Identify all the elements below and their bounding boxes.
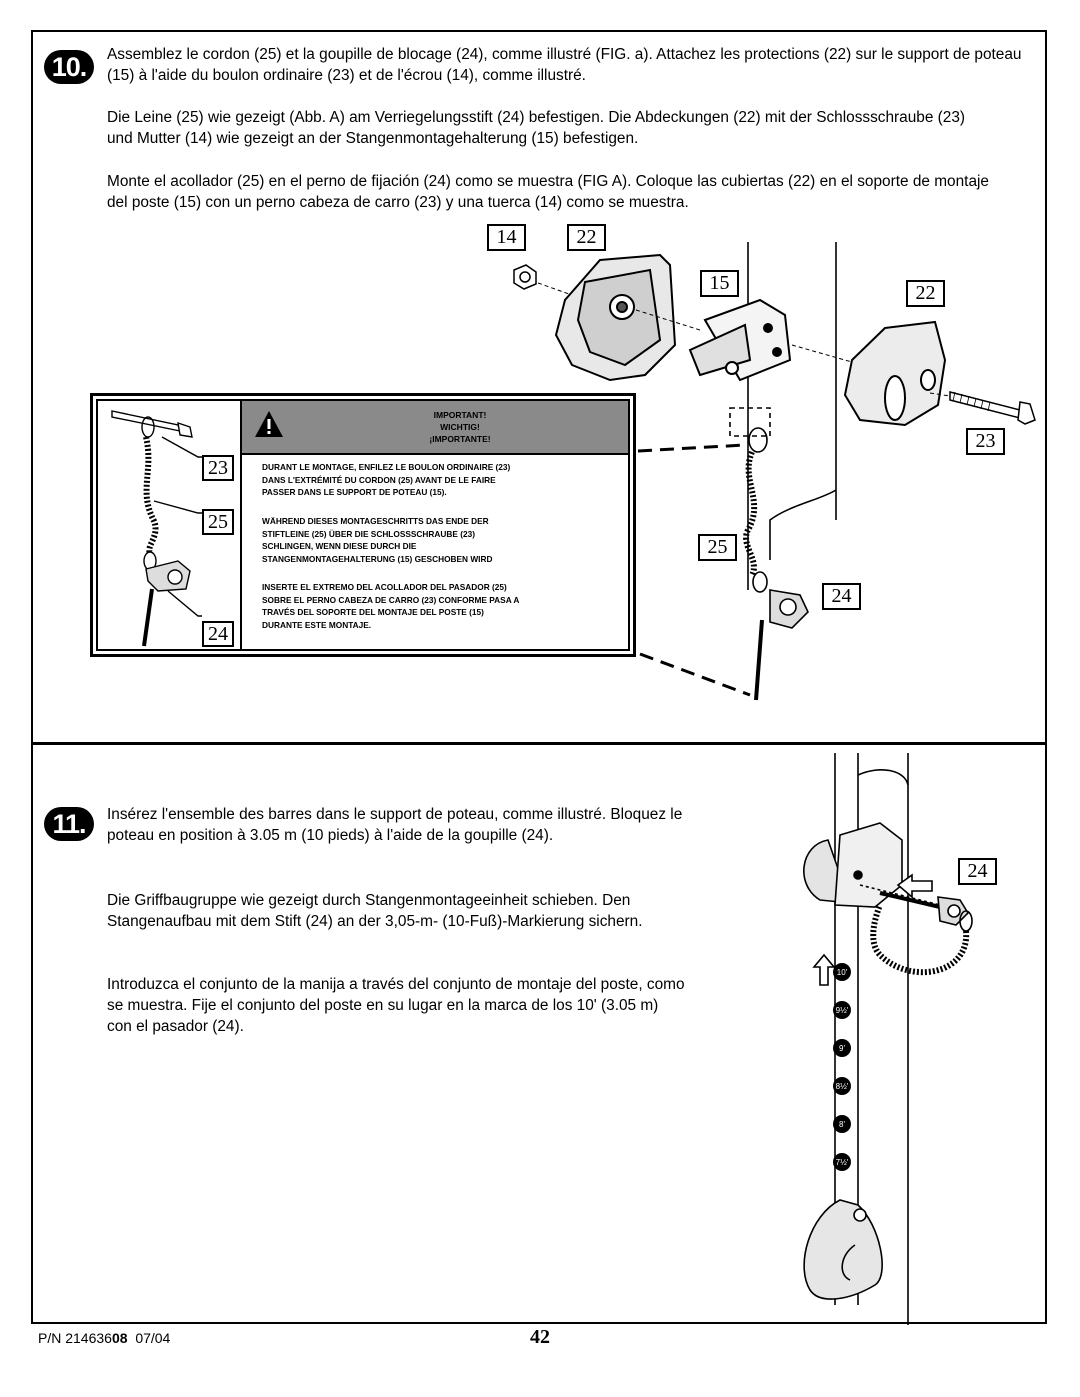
- callout-lanyard-25: 25: [698, 534, 737, 561]
- nut-14-drawing: [513, 264, 537, 290]
- cover-left-drawing: [554, 253, 677, 382]
- warning-fr-line-2: DANS L'EXTRÉMITÉ DU CORDON (25) AVANT DE…: [262, 474, 496, 485]
- warning-de-line-4: STANGENMONTAGEHALTERUNG (15) GESCHOBEN W…: [262, 553, 493, 564]
- part-number-suffix: 08: [111, 1330, 128, 1346]
- part-number-prefix: P/N 214636: [38, 1330, 112, 1346]
- cover-right-drawing: [843, 320, 947, 427]
- warning-box: 23 25 24 IMPORTANT! WICHTIG! ¡IMPORTANTE…: [90, 393, 636, 657]
- warning-es-line-4: DURANTE ESTE MONTAJE.: [262, 619, 372, 630]
- height-mark-8-5: 8½': [833, 1077, 851, 1095]
- warning-de-line-1: WÄHREND DIESES MONTAGESCHRITTS DAS ENDE …: [262, 516, 489, 526]
- warning-header: IMPORTANT! WICHTIG! ¡IMPORTANTE!: [242, 401, 628, 455]
- step-11-illustration: [803, 753, 973, 1325]
- step-10-text-de: Die Leine (25) wie gezeigt (Abb. A) am V…: [107, 109, 966, 147]
- step-10-illustration: [513, 242, 1036, 701]
- instruction-frame: [31, 30, 1047, 1324]
- bolt-23-drawing: [949, 391, 1036, 425]
- callout-cover-22-left: 22: [567, 224, 606, 251]
- warning-callout-24: 24: [202, 621, 234, 647]
- bracket-15-drawing: [688, 298, 792, 382]
- height-mark-8: 8': [833, 1115, 851, 1133]
- warning-title-de: WICHTIG!: [440, 422, 480, 432]
- step-10-text-es: Monte el acollador (25) en el perno de f…: [107, 173, 989, 211]
- warning-leader-lines: [637, 443, 751, 697]
- warning-es-line-1: INSERTE EL EXTREMO DEL ACOLLADOR DEL PAS…: [262, 582, 507, 592]
- lanyard-pin-drawing: [743, 427, 809, 701]
- warning-es-line-2: SOBRE EL PERNO CABEZA DE CARRO (23) CONF…: [262, 594, 520, 605]
- callout-cover-22-right: 22: [906, 280, 945, 307]
- step-10-text-fr: Assemblez le cordon (25) et la goupille …: [107, 46, 1022, 84]
- warning-fr-line-1: DURANT LE MONTAGE, ENFILEZ LE BOULON ORD…: [262, 462, 511, 472]
- warning-text-es: INSERTE EL EXTREMO DEL ACOLLADOR DEL PAS…: [262, 581, 519, 631]
- callout-bracket-15: 15: [700, 270, 739, 297]
- callout-bolt-23: 23: [966, 428, 1005, 455]
- page-number: 42: [530, 1326, 550, 1348]
- step-divider: [31, 742, 1047, 745]
- warning-fr-line-3: PASSER DANS LE SUPPORT DE POTEAU (15).: [262, 487, 447, 497]
- step-11-badge: 11.: [44, 807, 94, 841]
- warning-title-en: IMPORTANT!: [433, 410, 487, 420]
- warning-callout-25: 25: [202, 509, 234, 535]
- warning-callout-23: 23: [202, 455, 234, 481]
- warning-text-de: WÄHREND DIESES MONTAGESCHRITTS DAS ENDE …: [262, 515, 492, 565]
- step-10-badge: 10.: [44, 50, 94, 84]
- callout-pin-24: 24: [822, 583, 861, 610]
- warning-figure-panel: [98, 401, 242, 649]
- step-11-text-es: Introduzca el conjunto de la manija a tr…: [107, 976, 685, 1035]
- warning-es-line-3: TRAVÉS DEL SOPORTE DEL MONTAJE DEL POSTE…: [262, 607, 484, 617]
- warning-text-fr: DURANT LE MONTAGE, ENFILEZ LE BOULON ORD…: [262, 461, 510, 499]
- callout-step11-pin-24: 24: [958, 858, 997, 885]
- warning-title-es: ¡IMPORTANTE!: [429, 434, 491, 444]
- height-mark-9: 9': [833, 1039, 851, 1057]
- step-11-text-de: Die Griffbaugruppe wie gezeigt durch Sta…: [107, 892, 643, 930]
- revision-date: 07/04: [135, 1330, 171, 1346]
- callout-nut-14: 14: [487, 224, 526, 251]
- warning-de-line-2: STIFTLEINE (25) ÜBER DIE SCHLOSSSCHRAUBE…: [262, 528, 475, 539]
- warning-de-line-3: SCHLINGEN, WENN DIESE DURCH DIE: [262, 541, 417, 551]
- warning-triangle-icon: [255, 411, 283, 437]
- warning-figure: [111, 410, 202, 647]
- height-mark-9-5: 9½': [833, 1001, 851, 1019]
- warning-titles: IMPORTANT! WICHTIG! ¡IMPORTANTE!: [302, 409, 618, 445]
- height-mark-10: 10': [833, 963, 851, 981]
- part-number: P/N 21463608 07/04: [38, 1330, 170, 1346]
- step-11-text-fr: Insérez l'ensemble des barres dans le su…: [107, 806, 683, 844]
- height-mark-7-5: 7½': [833, 1153, 851, 1171]
